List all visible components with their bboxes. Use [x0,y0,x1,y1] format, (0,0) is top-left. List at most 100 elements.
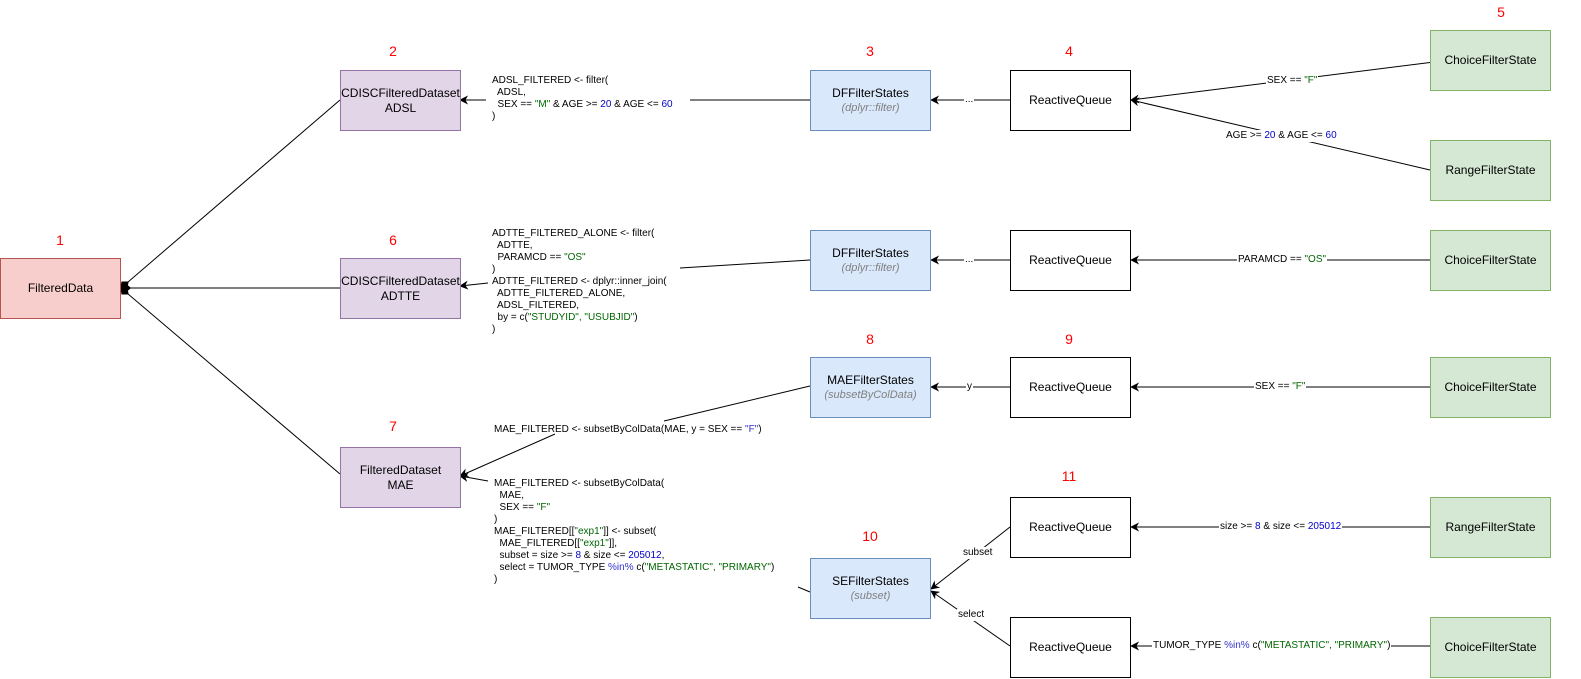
code-line: ADTTE_FILTERED <- dplyr::inner_join( [492,276,667,287]
step-number: 7 [389,418,397,434]
code-line: by = c("STUDYID", "USUBJID") [492,312,667,324]
step-number: 11 [1061,468,1077,484]
node-title: FilteredData [27,281,94,295]
code-mae-full: MAE_FILTERED <- subsetByColData( MAE, SE… [494,478,774,586]
code-line: ) [492,324,496,335]
code-adtte-filter: ADTTE_FILTERED_ALONE <- filter( ADTTE, P… [492,228,667,336]
code-line: subset = size >= 8 & size <= 205012, [494,550,774,562]
code-string: "exp1" [574,526,604,537]
step-number: 4 [1065,43,1073,59]
code-text: SEX == [494,502,537,513]
mae-choice-filter-state-node[interactable]: ChoiceFilterState [1430,357,1551,418]
step-number: 9 [1065,331,1073,347]
node-title: DFFilterStates [832,245,909,260]
code-text: ]] <- subset( [603,526,657,537]
label-text: ) [1387,640,1391,651]
adtte-reactive-queue-node[interactable]: ReactiveQueue [1010,230,1131,291]
node-subtitle: (dplyr::filter) [841,261,900,274]
node-title: ChoiceFilterState [1444,380,1537,394]
adtte-choice-filter-state-node[interactable]: ChoiceFilterState [1430,230,1551,291]
adtte-dataset-node[interactable]: CDISCFilteredDataset ADTTE [340,258,461,319]
adtte-df-filter-states-node[interactable]: DFFilterStates (dplyr::filter) [810,230,931,291]
node-subtitle: (subsetByColData) [824,388,917,401]
edge-label-adsl-sex: SEX == "F" [1266,75,1319,87]
node-title: SEFilterStates [832,573,909,588]
node-title: DFFilterStates [832,85,909,100]
node-subtitle: MAE [387,477,414,492]
node-subtitle: (subset) [850,589,891,602]
filtered-data-node[interactable]: FilteredData [0,258,121,319]
se-choice-filter-state-node[interactable]: ChoiceFilterState [1430,617,1551,678]
label-number: 205012 [1307,521,1342,532]
label-operator: %in% [1224,640,1250,651]
code-line: ADSL_FILTERED, [492,300,580,311]
se-filter-states-node[interactable]: SEFilterStates (subset) [810,558,931,619]
code-string: "exp1" [579,538,609,549]
se-subset-reactive-queue-node[interactable]: ReactiveQueue [1010,497,1131,558]
edge-se-states-to-dataset [460,476,811,593]
label-text: AGE >= [1226,130,1265,141]
code-number: 60 [661,99,673,110]
label-text: & size <= [1260,521,1308,532]
code-line: ADSL_FILTERED <- filter( [492,75,609,86]
label-number: 8 [1255,521,1261,532]
code-string: "METASTATIC", "PRIMARY" [644,562,771,573]
code-text: PARAMCD == [492,252,565,263]
step-number: 5 [1497,4,1505,20]
node-title: RangeFilterState [1445,163,1536,177]
code-line: ADTTE_FILTERED_ALONE, [492,288,626,299]
label-number: 60 [1325,130,1337,141]
edge-mae-states-to-dataset [460,385,811,476]
adsl-dataset-node[interactable]: CDISCFilteredDataset ADSL [340,70,461,131]
label-text: SEX == [1255,381,1293,392]
edge-label-ellipsis: ... [964,94,975,106]
node-title: ReactiveQueue [1029,520,1112,534]
se-select-reactive-queue-node[interactable]: ReactiveQueue [1010,617,1131,678]
code-text: & AGE >= [550,99,601,110]
adsl-reactive-queue-node[interactable]: ReactiveQueue [1010,70,1131,131]
code-line: ) [492,111,496,122]
node-title: FilteredDataset [359,462,442,477]
code-line: MAE_FILTERED <- subsetByColData( [494,478,665,489]
node-title: MAEFilterStates [827,372,914,387]
code-line: PARAMCD == "OS" [492,252,667,264]
code-line: MAE_FILTERED[["exp1"]] <- subset( [494,526,774,538]
label-number: 20 [1264,130,1276,141]
code-line: MAE_FILTERED[["exp1"]], [494,538,774,550]
code-text: ]], [608,538,618,549]
node-title: CDISCFilteredDataset [341,85,460,100]
node-title: ReactiveQueue [1029,380,1112,394]
code-line: MAE, [494,490,525,501]
label-text: PARAMCD == [1238,254,1305,265]
node-subtitle: (dplyr::filter) [841,101,900,114]
code-text: MAE_FILTERED <- subsetByColData(MAE, y =… [494,424,746,435]
node-title: ReactiveQueue [1029,93,1112,107]
label-text: c( [1249,640,1261,651]
adsl-choice-filter-state-node[interactable]: ChoiceFilterState [1430,30,1551,91]
code-string: "F" [536,502,551,513]
mae-reactive-queue-node[interactable]: ReactiveQueue [1010,357,1131,418]
code-text: ) [634,312,638,323]
edge-mae-to-filtereddata [120,287,341,475]
node-title: RangeFilterState [1445,520,1536,534]
code-text: by = c( [492,312,528,323]
edge-adsl-to-filtereddata [120,99,341,289]
se-range-filter-state-node[interactable]: RangeFilterState [1430,497,1551,558]
code-text: subset = size >= [494,550,576,561]
node-title: ChoiceFilterState [1444,640,1537,654]
adsl-df-filter-states-node[interactable]: DFFilterStates (dplyr::filter) [810,70,931,131]
mae-dataset-node[interactable]: FilteredDataset MAE [340,447,461,508]
code-line: SEX == "F" [494,502,774,514]
mae-filter-states-node[interactable]: MAEFilterStates (subsetByColData) [810,357,931,418]
code-line: SEX == "M" & AGE >= 20 & AGE <= 60 [492,99,673,111]
code-string: "F" [745,424,759,435]
code-text: ) [770,562,775,573]
code-line: ADTTE, [492,240,533,251]
code-text: , [661,550,665,561]
adsl-range-filter-state-node[interactable]: RangeFilterState [1430,140,1551,201]
label-string: "OS" [1304,254,1327,265]
label-text: & AGE <= [1275,130,1326,141]
node-title: ReactiveQueue [1029,253,1112,267]
step-number: 10 [862,528,878,544]
